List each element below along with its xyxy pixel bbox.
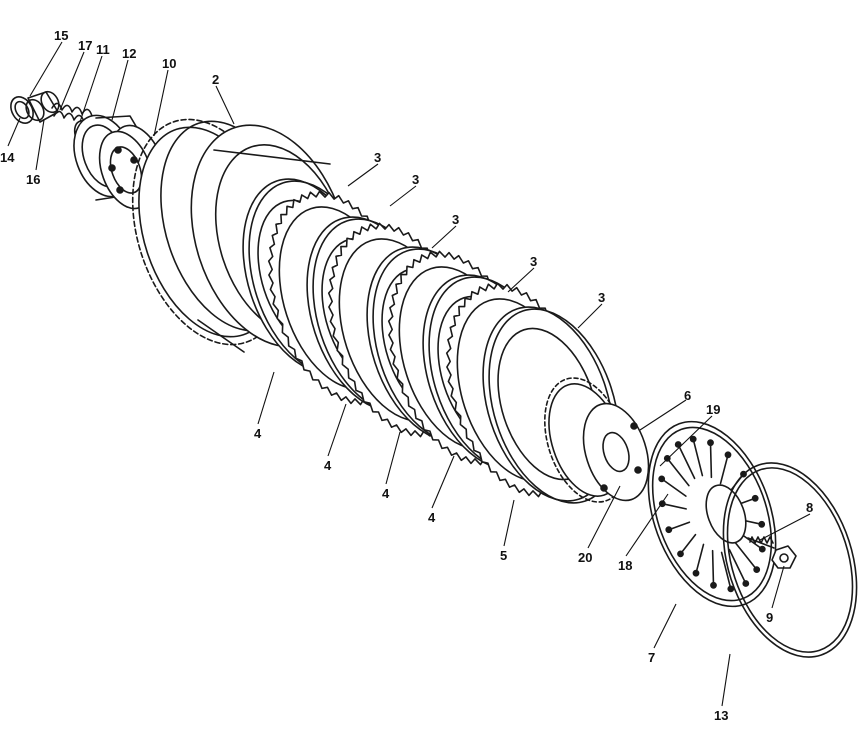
leader-lines [7, 41, 811, 707]
callout-8: 8 [806, 500, 813, 515]
clutch-hub-part-6 [544, 377, 650, 503]
spring-ray [661, 502, 687, 510]
wire-ring-part-13 [722, 462, 858, 658]
spring-ray [667, 521, 691, 531]
spring-end [724, 451, 732, 459]
spring-ray [679, 533, 697, 555]
callout-labels: 15 17 11 12 10 14 16 2 3 3 3 3 3 4 4 4 4… [0, 28, 813, 723]
spring-end [727, 585, 735, 593]
spring-end [707, 439, 714, 447]
callout-3-third: 3 [452, 212, 459, 227]
sleeve-part-15 [25, 90, 60, 123]
callout-13: 13 [714, 708, 728, 723]
callout-9: 9 [766, 610, 773, 625]
spring-ray [660, 478, 687, 497]
spring-ray [711, 549, 715, 587]
spring-ray [666, 457, 690, 487]
spring-end [665, 526, 673, 534]
spring-ray [695, 543, 705, 575]
callout-2: 2 [212, 72, 219, 87]
callout-4-second: 4 [324, 458, 332, 473]
callout-14: 14 [0, 150, 15, 165]
spring-ray [709, 441, 713, 479]
spring-end [674, 441, 682, 448]
callout-3-second: 3 [412, 172, 419, 187]
callout-3-first: 3 [374, 150, 381, 165]
spring-ray [720, 551, 732, 590]
spring-end [677, 550, 684, 558]
pressure-plate-part-7 [647, 420, 777, 608]
callout-11: 11 [96, 42, 110, 57]
callout-7: 7 [648, 650, 655, 665]
callout-19: 19 [706, 402, 720, 417]
callout-16: 16 [26, 172, 40, 187]
spring-end [751, 494, 759, 502]
callout-10: 10 [162, 56, 176, 71]
adjuster-screw-part-8 [747, 536, 775, 549]
spring-end [710, 581, 717, 589]
callout-3-fourth: 3 [530, 254, 537, 269]
spring-ray [734, 541, 758, 571]
spring-end [742, 580, 750, 587]
spring-ray [677, 443, 696, 480]
spring-ray [728, 548, 747, 585]
callout-4-third: 4 [382, 486, 390, 501]
locknut-part-9 [771, 545, 797, 569]
callout-18: 18 [618, 558, 632, 573]
spring-end [758, 545, 766, 553]
callout-3-fifth: 3 [598, 290, 605, 305]
callout-12: 12 [122, 46, 136, 61]
spring-end [692, 569, 700, 577]
spring-end [758, 520, 766, 528]
callout-20: 20 [578, 550, 592, 565]
callout-5: 5 [500, 548, 507, 563]
spring-ray [719, 453, 729, 485]
callout-6: 6 [684, 388, 691, 403]
spring-end [753, 566, 761, 573]
callout-17: 17 [78, 38, 92, 53]
callout-4-first: 4 [254, 426, 262, 441]
callout-15: 15 [54, 28, 68, 43]
callout-4-fourth: 4 [428, 510, 436, 525]
spring-ray [692, 438, 704, 477]
spring-end [689, 435, 697, 443]
spring-end [658, 475, 666, 483]
